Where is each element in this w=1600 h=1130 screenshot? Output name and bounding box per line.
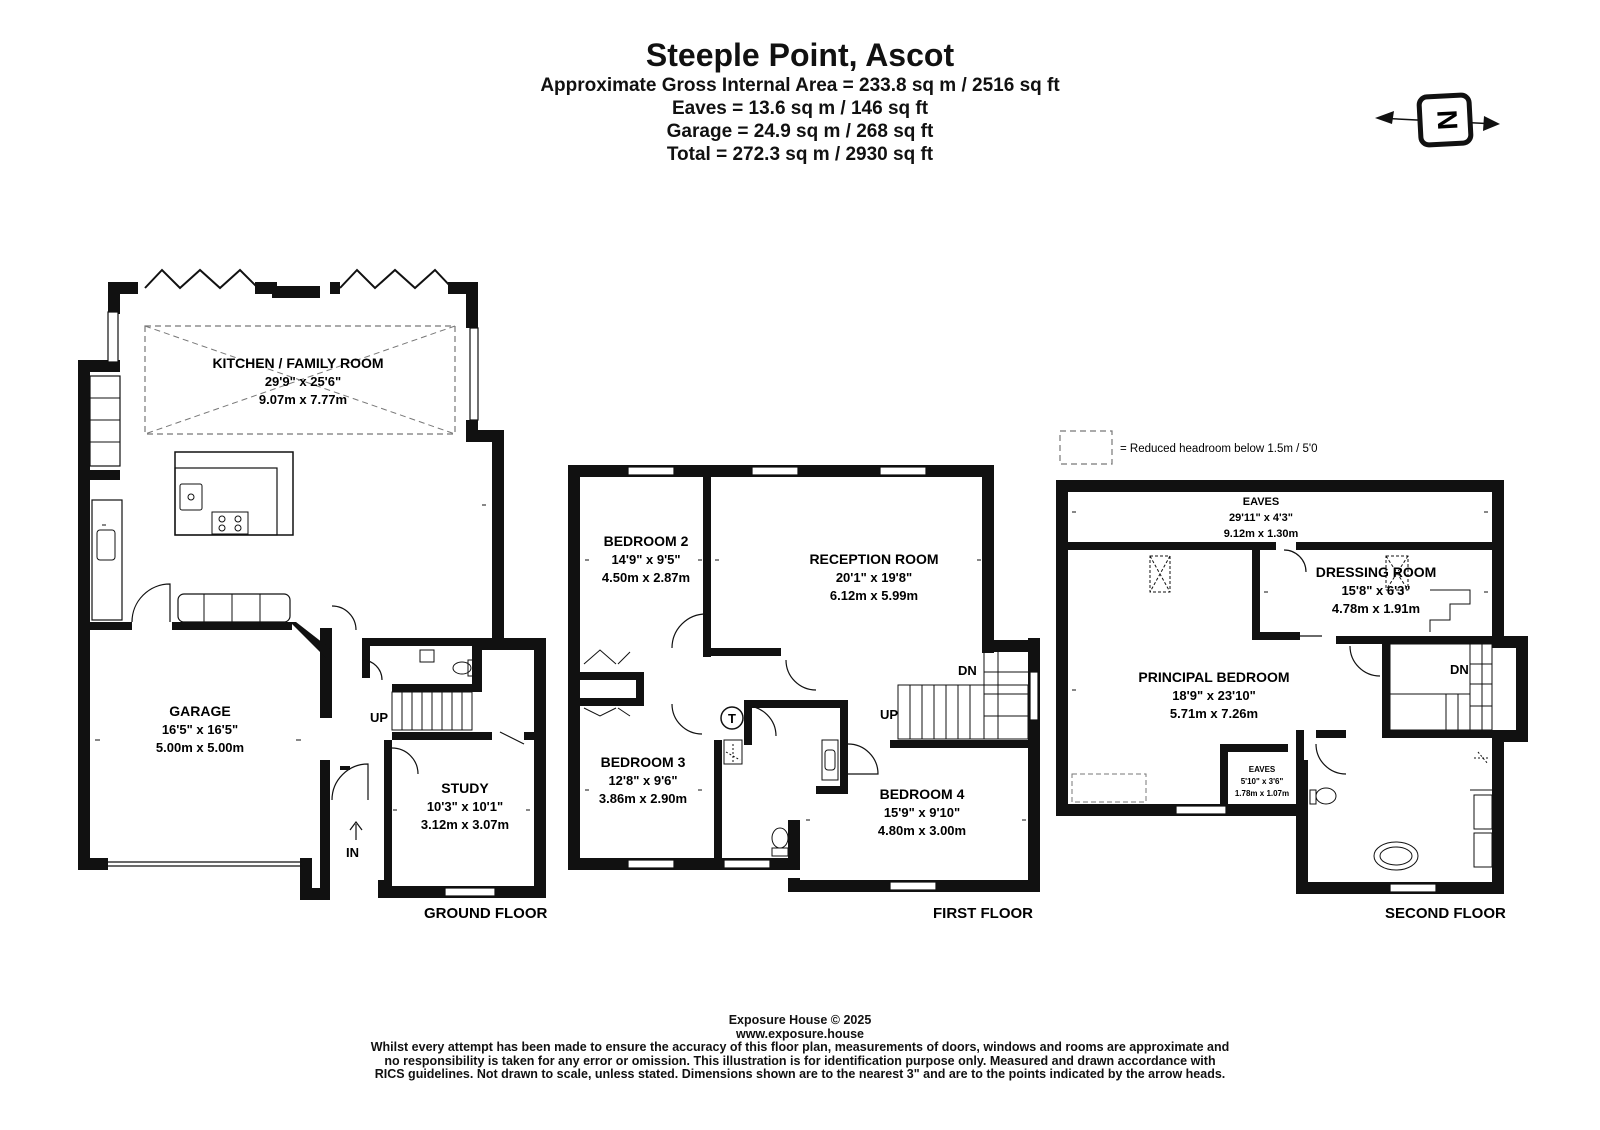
room-size-metric-garage: 5.00m x 5.00m	[156, 740, 244, 755]
room-size-metric-eaves: 9.12m x 1.30m	[1224, 528, 1299, 540]
room-name-garage: GARAGE	[169, 703, 230, 719]
room-size-metric-principal-bedroom: 5.71m x 7.26m	[1170, 706, 1258, 721]
room-size-imperial-dressing-room: 15'8" x 6'3"	[1341, 583, 1410, 598]
legend-text: = Reduced headroom below 1.5m / 5'0	[1120, 443, 1318, 455]
tank-label: T	[728, 711, 736, 726]
room-name-bedroom-4: BEDROOM 4	[880, 786, 965, 802]
gross-internal-area: Approximate Gross Internal Area = 233.8 …	[540, 75, 1060, 96]
room-size-imperial-eaves-small: 5'10" x 3'6"	[1241, 777, 1284, 786]
stair-up-label-first: UP	[880, 707, 898, 722]
room-size-imperial-bedroom-3: 12'8" x 9'6"	[608, 773, 677, 788]
room-size-imperial-garage: 16'5" x 16'5"	[162, 722, 238, 737]
room-size-metric-reception: 6.12m x 5.99m	[830, 588, 918, 603]
second-floor-label: SECOND FLOOR	[1385, 905, 1506, 922]
disclaimer-line-3: RICS guidelines. Not drawn to scale, unl…	[374, 1067, 1226, 1081]
compass-letter: N	[1431, 109, 1463, 131]
plan-footer: Exposure House © 2025 www.exposure.house…	[0, 1013, 1600, 1082]
room-size-imperial-bedroom-4: 15'9" x 9'10"	[884, 805, 960, 820]
room-size-imperial-eaves: 29'11" x 4'3"	[1229, 512, 1293, 524]
room-size-metric-bedroom-3: 3.86m x 2.90m	[599, 791, 687, 806]
room-size-metric-bedroom-2: 4.50m x 2.87m	[602, 570, 690, 585]
room-name-bedroom-3: BEDROOM 3	[601, 754, 686, 770]
eaves-area: Eaves = 13.6 sq m / 146 sq ft	[671, 98, 929, 119]
ground-floor-label: GROUND FLOOR	[424, 905, 547, 922]
room-name-dressing-room: DRESSING ROOM	[1316, 564, 1437, 580]
reduced-headroom-legend: = Reduced headroom below 1.5m / 5'0	[1059, 430, 1318, 465]
room-size-metric-dressing-room: 4.78m x 1.91m	[1332, 601, 1420, 616]
room-name-study: STUDY	[441, 780, 489, 796]
stair-up-label: UP	[370, 710, 388, 725]
first-floor-label: FIRST FLOOR	[933, 905, 1033, 922]
room-name-principal-bedroom: PRINCIPAL BEDROOM	[1138, 669, 1289, 685]
legend-swatch	[1059, 430, 1113, 465]
disclaimer-line-1: Whilst every attempt has been made to en…	[370, 1040, 1230, 1054]
room-size-imperial-reception: 20'1" x 19'8"	[836, 570, 912, 585]
room-size-imperial-kitchen: 29'9" x 25'6"	[265, 374, 341, 389]
room-size-metric-eaves-small: 1.78m x 1.07m	[1235, 789, 1289, 798]
company-credit: Exposure House © 2025	[728, 1013, 872, 1027]
room-name-bedroom-2: BEDROOM 2	[604, 533, 689, 549]
ground-floor-plan: KITCHEN / FAMILY ROOM 29'9" x 25'6" 9.07…	[78, 268, 547, 922]
total-area: Total = 272.3 sq m / 2930 sq ft	[666, 144, 934, 165]
room-name-kitchen-family: KITCHEN / FAMILY ROOM	[212, 355, 383, 371]
room-name-eaves-small: EAVES	[1249, 765, 1276, 774]
room-size-metric-kitchen: 9.07m x 7.77m	[259, 392, 347, 407]
second-floor-plan: EAVES 29'11" x 4'3" 9.12m x 1.30m DRESSI…	[1056, 480, 1528, 922]
plan-header: Steeple Point, Ascot Approximate Gross I…	[0, 36, 1600, 166]
stair-down-label-second: DN	[1450, 662, 1469, 677]
first-floor-plan: T BEDROOM 2 14'9" x 9'5" 4.50m x 2.87m	[568, 465, 1040, 922]
room-name-reception: RECEPTION ROOM	[809, 551, 938, 567]
disclaimer-line-2: no responsibility is taken for any error…	[384, 1053, 1216, 1068]
garage-area: Garage = 24.9 sq m / 268 sq ft	[666, 121, 934, 142]
property-title: Steeple Point, Ascot	[645, 37, 955, 73]
room-size-metric-bedroom-4: 4.80m x 3.00m	[878, 823, 966, 838]
compass-north-icon: N	[1375, 92, 1500, 148]
room-name-eaves: EAVES	[1243, 496, 1279, 508]
stair-down-label-first: DN	[958, 663, 977, 678]
room-size-metric-study: 3.12m x 3.07m	[421, 817, 509, 832]
room-size-imperial-study: 10'3" x 10'1"	[427, 799, 503, 814]
room-size-imperial-principal-bedroom: 18'9" x 23'10"	[1172, 688, 1256, 703]
company-website[interactable]: www.exposure.house	[735, 1026, 865, 1041]
entrance-label: IN	[346, 845, 359, 860]
room-size-imperial-bedroom-2: 14'9" x 9'5"	[611, 552, 680, 567]
